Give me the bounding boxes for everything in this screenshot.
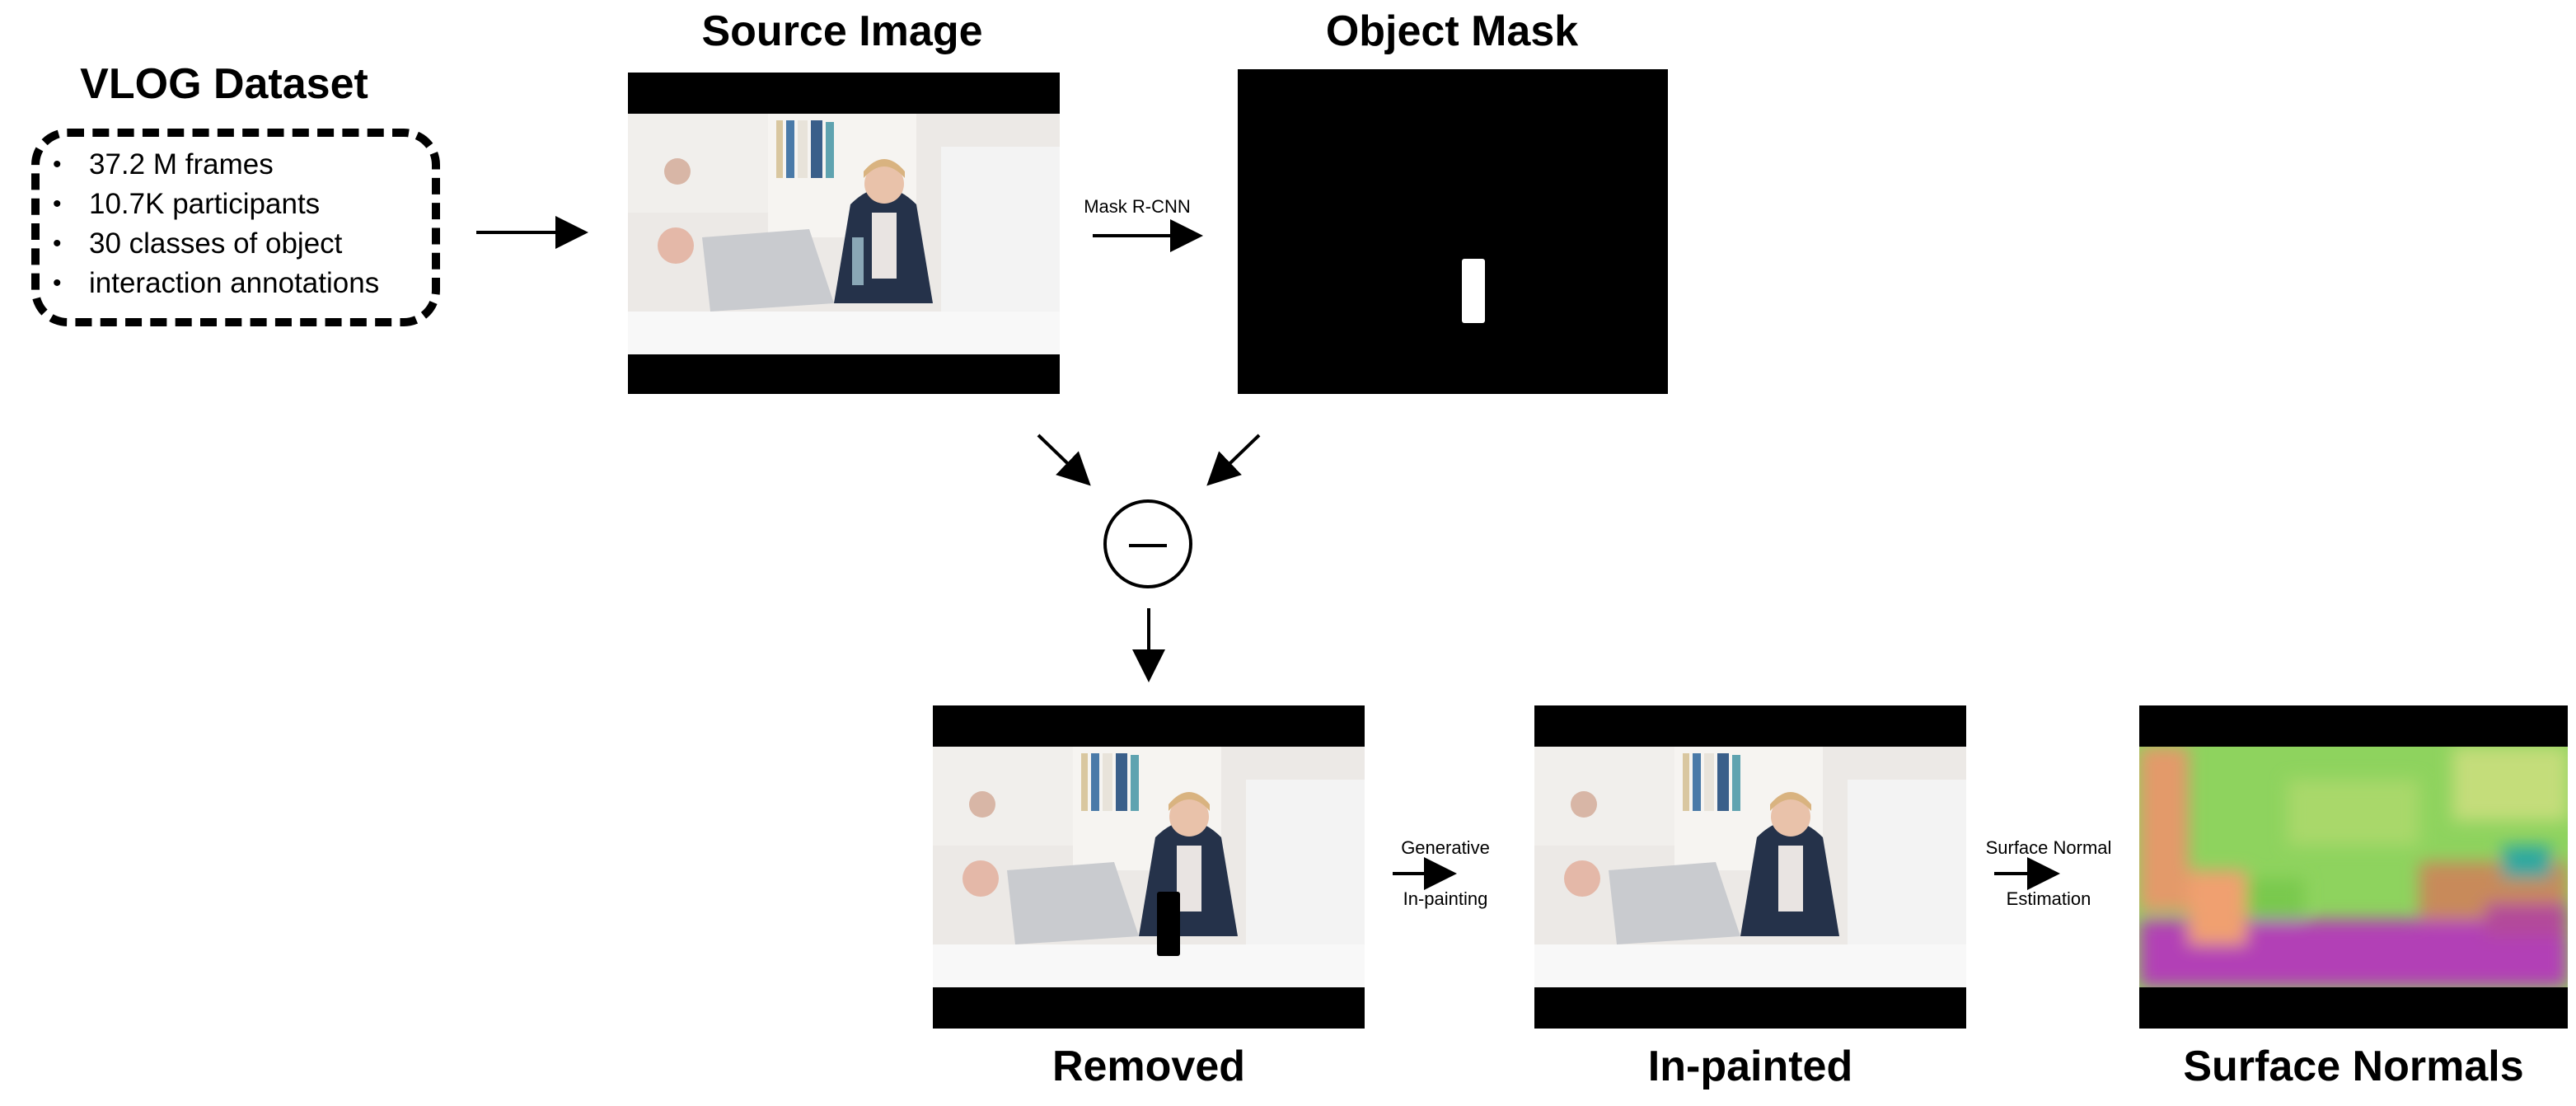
- source-image-title: Source Image: [701, 7, 983, 55]
- removed-image: [933, 705, 1365, 1029]
- dataset-box: [31, 129, 440, 326]
- removed-scene: [933, 747, 1365, 987]
- source-image: [628, 73, 1060, 394]
- mask-to-operator-arrow: [1206, 433, 1261, 486]
- stat-frames: 37.2 M frames: [49, 145, 379, 185]
- stat-classes-cont: interaction annotations: [49, 264, 379, 303]
- surface-normals-image: [2139, 705, 2568, 1029]
- object-mask-title: Object Mask: [1325, 7, 1579, 55]
- removed-title: Removed: [1051, 1043, 1246, 1090]
- source-to-operator-arrow: [1037, 433, 1091, 486]
- inpainted-title: In-painted: [1647, 1043, 1853, 1090]
- inpainted-image: [1534, 705, 1966, 1029]
- object-mask-image: [1238, 69, 1668, 394]
- inpainting-label: In-painting: [1403, 888, 1488, 909]
- stat-participants: 10.7K participants: [49, 185, 379, 224]
- estimation-label: Estimation: [2006, 888, 2091, 909]
- surface-normal-label: Surface Normal: [1985, 837, 2112, 858]
- source-scene: [628, 114, 1060, 354]
- mask-rcnn-label: Mask R-CNN: [1084, 196, 1191, 217]
- inpainted-scene: [1534, 747, 1966, 987]
- mask-object: [1462, 259, 1485, 323]
- surface-normals-title: Surface Normals: [2183, 1043, 2524, 1090]
- generative-label: Generative: [1401, 837, 1490, 858]
- stat-classes: 30 classes of object: [49, 224, 379, 264]
- dataset-title: VLOG Dataset: [80, 60, 368, 108]
- dataset-stats-list: 37.2 M frames 10.7K participants 30 clas…: [49, 145, 379, 303]
- normals-scene: [2139, 747, 2568, 987]
